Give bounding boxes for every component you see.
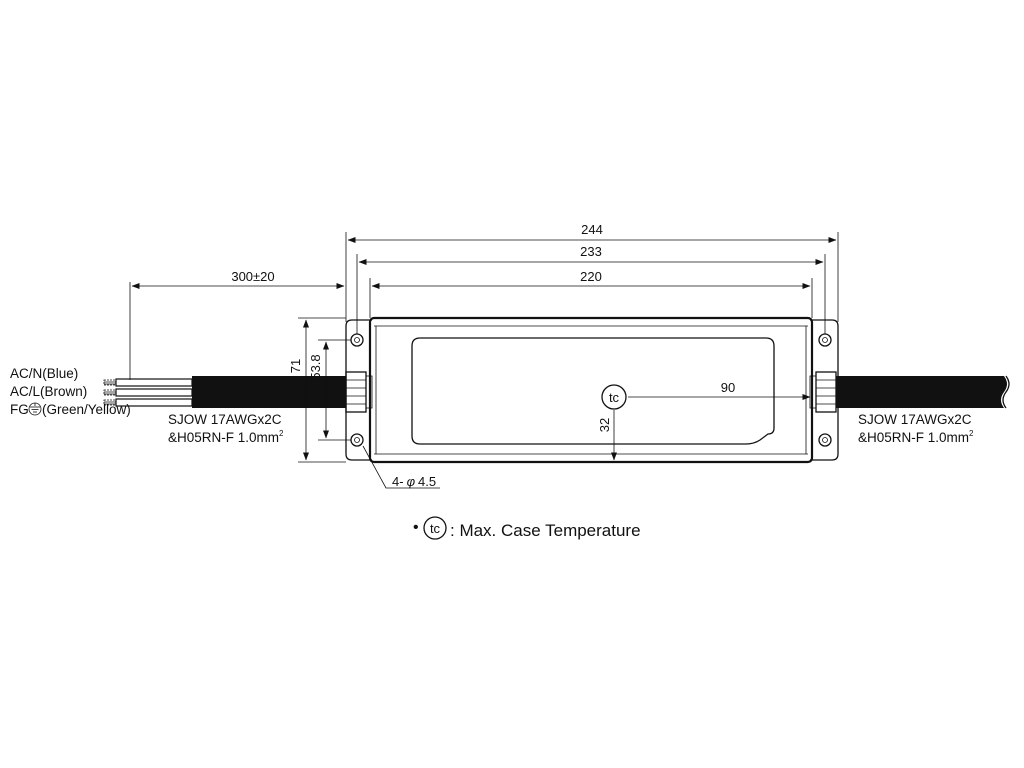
legend: • tc : Max. Case Temperature [413,516,641,540]
output-cable [836,375,1010,409]
legend-bullet: • [413,519,419,536]
wire-ac-l [115,388,193,397]
legend-text: : Max. Case Temperature [450,521,641,540]
wire-label-fg: FG [10,402,29,417]
case-body [368,316,814,464]
input-cable-gland [345,371,373,413]
input-cable [103,376,346,408]
dimension-244 [345,232,839,322]
mount-hole [350,333,364,347]
dim-label-220: 220 [580,269,602,284]
output-cable-spec-1: SJOW 17AWGx2C [858,412,972,427]
tc-marker-label: tc [609,390,620,405]
ground-icon [28,402,42,416]
dimension-53-8 [318,339,351,441]
dimension-220 [369,278,813,318]
input-cable-spec-2: &H05RN-F 1.0mm2 [168,429,284,445]
wire-label-ac-l: AC/L(Brown) [10,384,87,399]
wire-ac-n [115,378,193,387]
dim-label-53-8: 53.8 [308,354,323,379]
dim-label-233: 233 [580,244,602,259]
wire-fg [115,398,193,407]
psu-housing [345,316,839,464]
dim-label-71: 71 [288,359,303,373]
dimension-71 [298,317,346,463]
dim-label-244: 244 [581,222,603,237]
dim-label-300: 300±20 [231,269,274,284]
wire-label-fg-color: (Green/Yellow) [42,402,131,417]
dimension-233 [356,254,826,334]
dim-label-32: 32 [597,418,612,432]
svg-text:tc: tc [430,521,441,536]
dim-label-90: 90 [721,380,735,395]
dimension-300 [129,282,345,380]
label-plate [411,337,775,445]
tc-marker-icon: tc [601,384,627,410]
input-cable-spec-1: SJOW 17AWGx2C [168,412,282,427]
output-cable-gland [809,371,837,413]
mount-hole [818,433,832,447]
mount-hole [818,333,832,347]
tc-legend-icon: tc [423,516,447,540]
wire-label-ac-n: AC/N(Blue) [10,366,78,381]
right-mount-flange [810,319,839,461]
mount-hole [350,433,364,447]
hole-leader [362,445,440,489]
output-cable-spec-2: &H05RN-F 1.0mm2 [858,429,974,445]
